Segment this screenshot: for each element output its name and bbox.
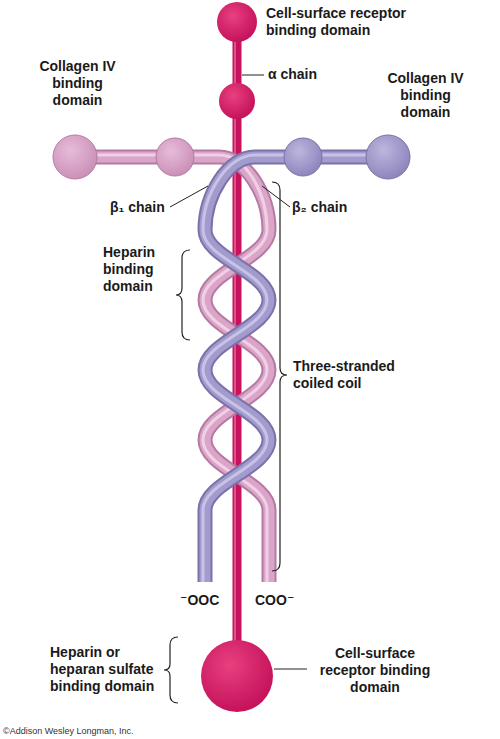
part-label: β₁ chain xyxy=(110,199,180,216)
part-label: Heparin binding domain xyxy=(103,244,173,295)
part-label: COO⁻ xyxy=(255,592,305,609)
collagen-domain-globule xyxy=(366,135,410,179)
receptor-domain-globule xyxy=(217,2,257,42)
part-label: β₂ chain xyxy=(292,199,362,216)
part-label: Three-stranded coiled coil xyxy=(293,358,418,392)
alpha-chain-highlight xyxy=(234,22,236,676)
leader-line xyxy=(262,186,290,207)
beta1-chain-outline xyxy=(75,157,269,582)
part-label: Collagen IV binding domain xyxy=(378,70,473,121)
part-label: ⁻OOC xyxy=(180,592,230,609)
bracket xyxy=(176,250,190,340)
part-label: Collagen IV binding domain xyxy=(30,58,125,109)
part-label: Cell-surface receptor binding domain xyxy=(266,5,441,39)
part-label: α chain xyxy=(268,66,348,83)
part-label: Heparin or heparan sulfate binding domai… xyxy=(50,644,165,695)
alpha-globule xyxy=(219,83,255,119)
alpha-chain-rod xyxy=(233,22,242,676)
bracket xyxy=(272,182,287,571)
bracket xyxy=(164,637,178,703)
leader-line xyxy=(170,186,208,207)
receptor-domain-globule xyxy=(201,640,273,712)
beta2-globule xyxy=(284,138,322,176)
leader-line xyxy=(242,75,264,76)
copyright-note: ©Addison Wesley Longman, Inc. xyxy=(3,726,203,737)
beta1-globule xyxy=(156,138,194,176)
leader-line xyxy=(274,669,307,670)
collagen-domain-globule xyxy=(53,135,97,179)
part-label: Cell-surface receptor binding domain xyxy=(310,645,440,696)
beta1-chain-highlight xyxy=(75,155,267,582)
beta1-chain xyxy=(75,157,269,582)
